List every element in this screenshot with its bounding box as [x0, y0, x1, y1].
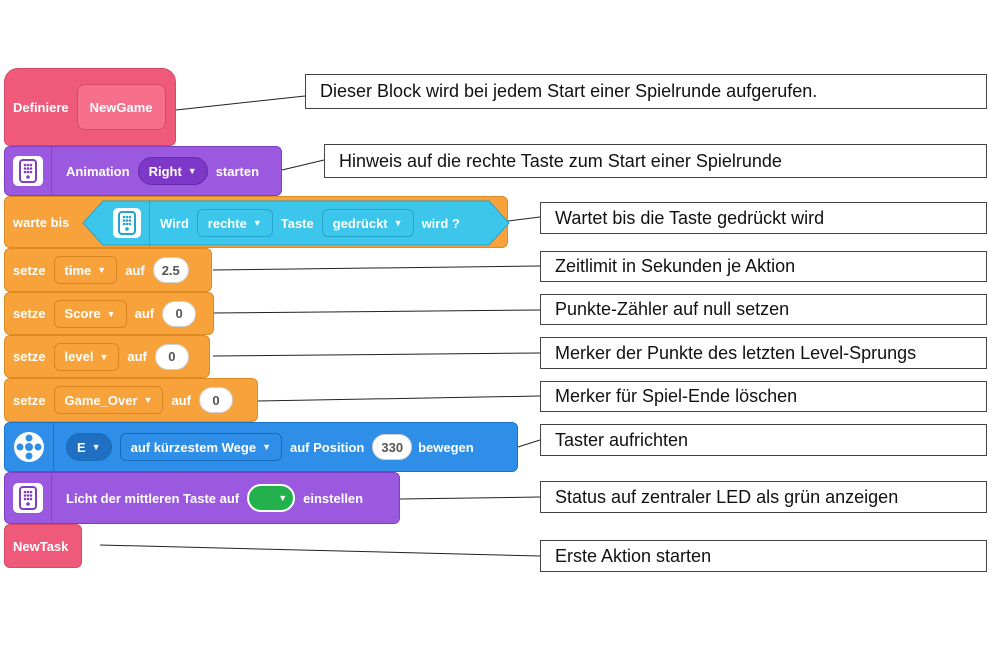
- key-dropdown[interactable]: rechte ▼: [196, 209, 273, 237]
- hub-icon-cell: [105, 200, 150, 246]
- animation-block[interactable]: Animation Right ▼ starten: [4, 146, 282, 196]
- state-option: gedrückt: [332, 215, 388, 231]
- motor-icon-cell: [5, 423, 54, 471]
- set-time-block[interactable]: setze time ▼ auf 2.5: [4, 248, 212, 292]
- motor-position-block[interactable]: E ▼ auf kürzestem Wege ▼ auf Position 33…: [4, 422, 518, 472]
- port-dropdown[interactable]: E ▼: [66, 433, 112, 461]
- hub-icon: [113, 208, 141, 238]
- variable-name: time: [64, 262, 92, 278]
- set-level-block[interactable]: setze level ▼ auf 0: [4, 335, 210, 378]
- newtask-label: NewTask: [13, 538, 69, 554]
- define-block[interactable]: Definiere NewGame: [4, 68, 176, 146]
- chevron-down-icon: ▼: [106, 308, 116, 319]
- condition-wird-label: Wird: [160, 215, 189, 231]
- position-label: auf Position: [289, 439, 365, 455]
- callout-define: Dieser Block wird bei jedem Start einer …: [305, 74, 987, 109]
- motor-suffix: bewegen: [418, 439, 474, 455]
- light-suffix: einstellen: [303, 490, 364, 506]
- chevron-down-icon: ▼: [97, 265, 107, 275]
- variable-name: Score: [64, 306, 101, 321]
- chevron-down-icon: ▼: [252, 218, 262, 228]
- animation-option: Right: [148, 163, 182, 179]
- hub-icon: [13, 483, 43, 513]
- animation-label: Animation: [66, 163, 130, 179]
- callout-light: Status auf zentraler LED als grün anzeig…: [540, 481, 987, 513]
- chevron-down-icon: ▼: [143, 395, 153, 405]
- hub-icon-cell: [5, 473, 52, 523]
- auf-label: auf: [171, 392, 191, 408]
- hub-icon: [13, 156, 43, 186]
- callout-level: Merker der Punkte des letzten Level-Spru…: [540, 337, 987, 369]
- wait-label: warte bis: [13, 214, 70, 230]
- value-input[interactable]: 2.5: [152, 257, 189, 283]
- condition-wird2-label: wird ?: [421, 215, 460, 231]
- set-label: setze: [13, 392, 46, 408]
- block-name-pill[interactable]: NewGame: [76, 84, 166, 130]
- state-dropdown[interactable]: gedrückt ▼: [321, 209, 414, 237]
- set-gameover-block[interactable]: setze Game_Over ▼ auf 0: [4, 378, 258, 422]
- variable-name: Game_Over: [64, 392, 138, 408]
- animation-suffix: starten: [215, 163, 260, 179]
- set-label: setze: [13, 349, 46, 364]
- callout-newtask: Erste Aktion starten: [540, 540, 987, 572]
- callout-time: Zeitlimit in Sekunden je Aktion: [540, 251, 987, 282]
- auf-label: auf: [127, 349, 147, 364]
- auf-label: auf: [134, 306, 155, 321]
- port-option: E: [77, 439, 86, 455]
- chevron-down-icon: ▼: [91, 442, 101, 452]
- auf-label: auf: [125, 262, 145, 278]
- newtask-block[interactable]: NewTask: [4, 524, 82, 568]
- chevron-down-icon: ▼: [262, 442, 271, 452]
- variable-name: level: [64, 349, 94, 364]
- chevron-down-icon: ▼: [278, 493, 288, 503]
- color-picker[interactable]: ▼: [247, 484, 296, 512]
- callout-animation: Hinweis auf die rechte Taste zum Start e…: [324, 144, 987, 178]
- variable-dropdown[interactable]: level ▼: [53, 342, 120, 371]
- chevron-down-icon: ▼: [393, 218, 403, 228]
- chevron-down-icon: ▼: [187, 166, 197, 176]
- hub-icon-cell: [5, 147, 52, 195]
- motor-icon: [14, 432, 44, 462]
- callout-gameover: Merker für Spiel-Ende löschen: [540, 381, 987, 412]
- value-input[interactable]: 0: [154, 343, 189, 370]
- set-label: setze: [13, 306, 46, 321]
- mode-option: auf kürzestem Wege: [130, 439, 257, 455]
- callout-score: Punkte-Zähler auf null setzen: [540, 294, 987, 325]
- animation-dropdown[interactable]: Right ▼: [137, 157, 208, 185]
- set-score-block[interactable]: setze Score ▼ auf 0: [4, 292, 214, 335]
- condition-taste-label: Taste: [280, 215, 314, 231]
- callout-wait: Wartet bis die Taste gedrückt wird: [540, 202, 987, 234]
- variable-dropdown[interactable]: Game_Over ▼: [53, 386, 164, 414]
- define-label: Definiere: [13, 99, 69, 115]
- block-name: NewGame: [89, 99, 153, 115]
- callout-motor: Taster aufrichten: [540, 424, 987, 456]
- value-input[interactable]: 0: [198, 387, 233, 413]
- position-input[interactable]: 330: [372, 434, 413, 460]
- light-label: Licht der mittleren Taste auf: [66, 490, 240, 506]
- center-light-block[interactable]: Licht der mittleren Taste auf ▼ einstell…: [4, 472, 400, 524]
- variable-dropdown[interactable]: Score ▼: [53, 299, 127, 328]
- chevron-down-icon: ▼: [99, 351, 109, 362]
- value-input[interactable]: 0: [162, 300, 197, 327]
- variable-dropdown[interactable]: time ▼: [53, 256, 118, 284]
- mode-dropdown[interactable]: auf kürzestem Wege ▼: [119, 433, 282, 461]
- wait-until-block[interactable]: warte bis Wird rechte ▼ Taste: [4, 196, 510, 248]
- set-label: setze: [13, 262, 46, 278]
- key-option: rechte: [207, 215, 247, 231]
